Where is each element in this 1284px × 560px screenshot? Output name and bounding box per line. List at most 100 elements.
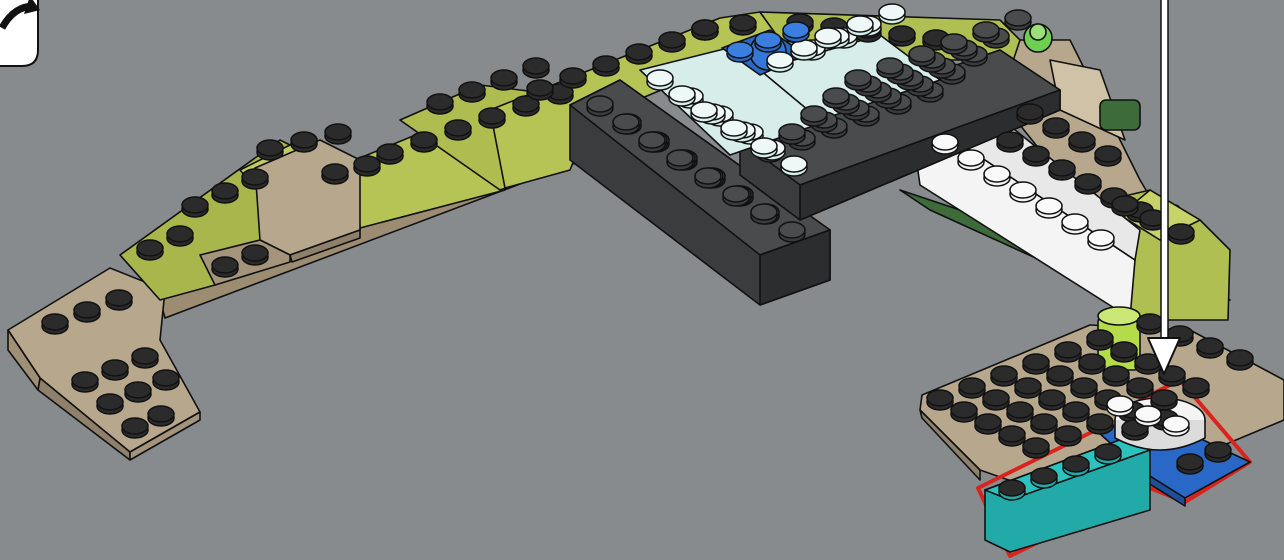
brick-stud xyxy=(659,32,685,52)
brick-stud xyxy=(1047,366,1073,386)
brick-stud xyxy=(647,70,673,90)
brick-stud xyxy=(1079,354,1105,374)
brick-stud xyxy=(411,132,437,152)
brick-stud xyxy=(727,42,753,62)
brick-stud xyxy=(879,4,905,24)
brick-stud xyxy=(1183,378,1209,398)
brick-stud xyxy=(1168,224,1194,244)
brick-stud xyxy=(975,414,1001,434)
brick-stud xyxy=(1043,118,1069,138)
brick-stud xyxy=(639,132,665,152)
brick-stud xyxy=(593,56,619,76)
brick-stud xyxy=(354,156,380,176)
brick-stud xyxy=(815,28,841,48)
brick-stud xyxy=(587,96,613,116)
brick-stud xyxy=(1127,378,1153,398)
brick-stud xyxy=(791,40,817,60)
brick-stud xyxy=(1023,438,1049,458)
brick-stud xyxy=(1071,378,1097,398)
brick-stud xyxy=(1107,396,1133,416)
brick-stud xyxy=(767,52,793,72)
brick-stud xyxy=(1095,146,1121,166)
brick-stud xyxy=(847,16,873,36)
brick-stud xyxy=(1062,214,1088,234)
brick-stud xyxy=(132,348,158,368)
brick-stud xyxy=(137,240,163,260)
brick-stud xyxy=(212,257,238,277)
brick-stud xyxy=(122,418,148,438)
brick-stud xyxy=(1031,414,1057,434)
brick-stud xyxy=(1055,342,1081,362)
brick-stud xyxy=(909,46,935,66)
brick-stud xyxy=(182,197,208,217)
brick-stud xyxy=(1005,10,1031,30)
brick-stud xyxy=(999,426,1025,446)
brick-stud xyxy=(212,183,238,203)
brick-stud xyxy=(823,88,849,108)
brick-stud xyxy=(973,22,999,42)
brick-stud xyxy=(1017,104,1043,124)
brick-stud xyxy=(877,58,903,78)
brick-stud xyxy=(669,86,695,106)
brick-stud xyxy=(1197,338,1223,358)
brick-stud xyxy=(783,22,809,42)
brick-stud xyxy=(1177,454,1203,474)
brick-stud xyxy=(691,102,717,122)
brick-stud xyxy=(427,94,453,114)
brick-stud xyxy=(692,20,718,40)
brick-stud xyxy=(1023,354,1049,374)
brick-stud xyxy=(1087,414,1113,434)
brick-stud xyxy=(941,34,967,54)
brick-stud xyxy=(755,32,781,52)
brick-stud xyxy=(779,124,805,144)
brick-stud xyxy=(322,164,348,184)
brick-stud xyxy=(932,134,958,154)
brick-stud xyxy=(999,480,1025,500)
brick-stud xyxy=(377,144,403,164)
brick-stud xyxy=(845,70,871,90)
brick-stud xyxy=(1135,406,1161,426)
brick-stud xyxy=(991,366,1017,386)
brick-stud xyxy=(695,168,721,188)
brick-stud xyxy=(983,390,1009,410)
brick-stud xyxy=(153,370,179,390)
brick-stud xyxy=(1031,468,1057,488)
brick-stud xyxy=(491,70,517,90)
brick-stud xyxy=(125,382,151,402)
brick-stud xyxy=(751,204,777,224)
brick-stud xyxy=(1087,330,1113,350)
brick-stud xyxy=(325,124,351,144)
brick-stud xyxy=(74,302,100,322)
brick-stud xyxy=(1049,160,1075,180)
brick-stud xyxy=(1007,402,1033,422)
brick-stud xyxy=(1023,146,1049,166)
brick-stud xyxy=(801,106,827,126)
brick-stud xyxy=(97,394,123,414)
brick-stud xyxy=(626,44,652,64)
brick-stud xyxy=(667,150,693,170)
brick-stud xyxy=(242,245,268,265)
rotate-arrow-icon xyxy=(0,0,40,66)
brick-stud xyxy=(459,82,485,102)
brick-stud xyxy=(1163,416,1189,436)
brick-stud xyxy=(291,132,317,152)
brick-stud xyxy=(1205,442,1231,462)
brick-stud xyxy=(1227,350,1253,370)
brick-stud xyxy=(1088,230,1114,250)
brick-stud xyxy=(560,68,586,88)
brick-stud xyxy=(167,226,193,246)
brick-stud xyxy=(889,26,915,46)
brick-stud xyxy=(1036,198,1062,218)
brick-stud xyxy=(1095,444,1121,464)
brick-stud xyxy=(1010,182,1036,202)
brick-stud xyxy=(781,156,807,176)
brick-stud xyxy=(779,222,805,242)
brick-stud xyxy=(984,166,1010,186)
brick-stud xyxy=(721,120,747,140)
brick-stud xyxy=(959,378,985,398)
brick-stud xyxy=(42,314,68,334)
brick-stud xyxy=(523,58,549,78)
brick-stud xyxy=(445,120,471,140)
